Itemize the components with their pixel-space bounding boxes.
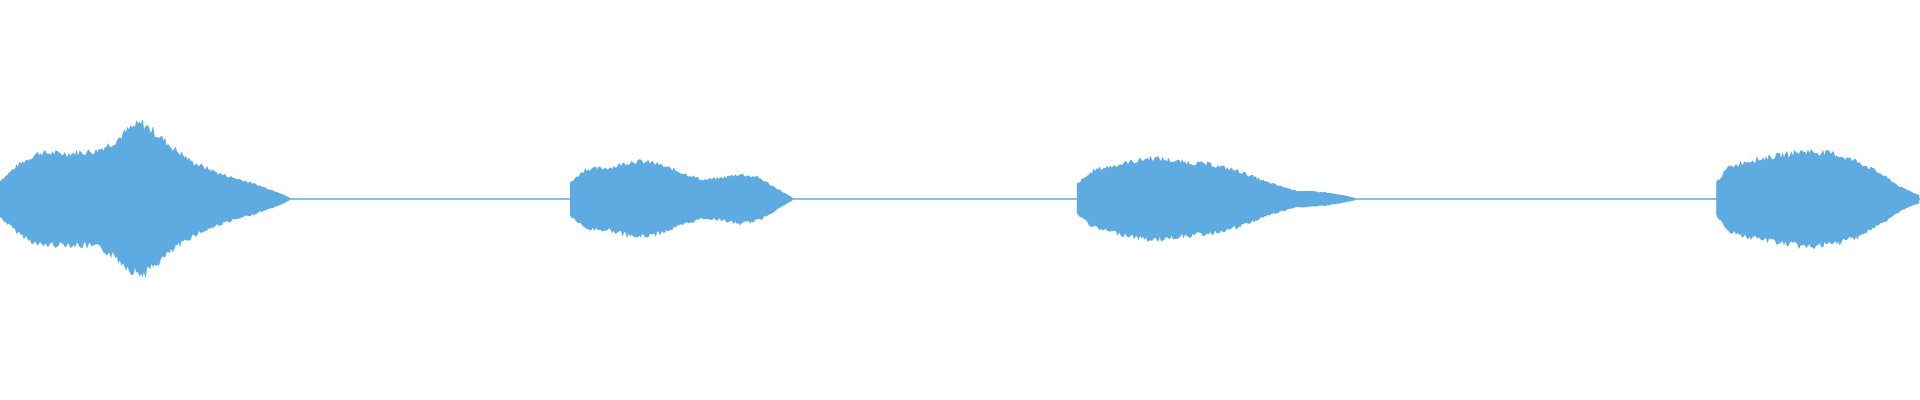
- waveform-segments: [0, 119, 1920, 278]
- sound-burst-1: [0, 119, 290, 278]
- sound-burst-4: [1716, 149, 1920, 250]
- sound-burst-2: [569, 159, 793, 239]
- sound-burst-3: [1076, 155, 1355, 243]
